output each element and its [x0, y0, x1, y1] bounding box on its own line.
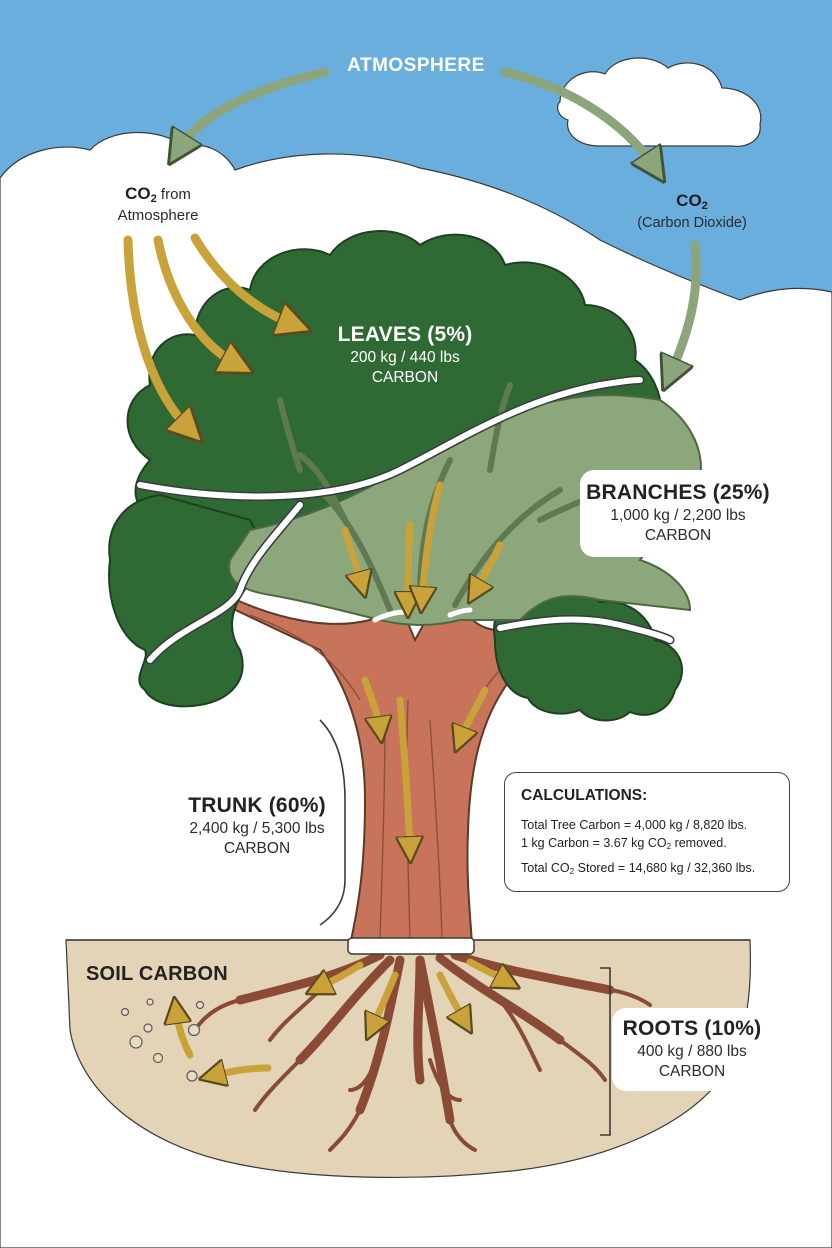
calculations-title: CALCULATIONS: [521, 787, 648, 804]
co2-left-line2: Atmosphere [117, 206, 199, 224]
calc-total-co2-sub: 2 [569, 867, 575, 877]
roots-title: ROOTS (10%) [622, 1017, 762, 1040]
soil-particles [120, 998, 205, 1082]
co2-right-line2: (Carbon Dioxide) [637, 214, 747, 231]
trunk-bracket [319, 719, 346, 926]
calc-total-co2-pre: Total CO [521, 861, 570, 875]
co2-subscript: 2 [150, 192, 157, 205]
leaves-canopy-lower-left [108, 493, 272, 708]
calc-total-co2-post: Stored = 14,680 kg / 32,360 lbs. [574, 861, 756, 875]
soil-carbon-label: SOIL CARBON [86, 962, 236, 987]
carbon-flow-arrows [341, 481, 504, 850]
root-arrows [318, 958, 508, 1028]
calc-total-tree-carbon: Total Tree Carbon = 4,000 kg / 8,820 lbs… [521, 818, 748, 832]
co2-carbon-dioxide-label: CO2 (Carbon Dioxide) [612, 190, 772, 232]
atmosphere-arrows [178, 67, 701, 375]
branches-title: BRANCHES (25%) [586, 481, 770, 504]
atmosphere-label: ATMOSPHERE [347, 55, 485, 76]
co2-text: CO [125, 184, 151, 203]
calc-conversion-pre: 1 kg Carbon = 3.67 kg CO [521, 835, 667, 850]
branches-amount: 1,000 kg / 2,200 lbs [610, 507, 746, 525]
roots-carbon: CARBON [658, 1062, 726, 1080]
roots-amount: 400 kg / 880 lbs [637, 1043, 747, 1061]
roots-bracket [600, 967, 611, 1136]
co2-from-atmosphere-label: CO2 from Atmosphere [88, 183, 228, 225]
trunk-label: TRUNK (60%) 2,400 kg / 5,300 lbs CARBON [162, 793, 352, 858]
calculations-box: CALCULATIONS: Total Tree Carbon = 4,000 … [504, 772, 790, 892]
co2-right-subscript: 2 [701, 199, 708, 212]
leaves-title: LEAVES (5%) [337, 323, 473, 346]
boundary-leaves-branches-inner [137, 377, 643, 500]
branches-label: BRANCHES (25%) 1,000 kg / 2,200 lbs CARB… [580, 470, 776, 557]
soil-carbon-title: SOIL CARBON [86, 963, 228, 985]
trunk-root-band [347, 937, 475, 955]
leaves-label: LEAVES (5%) 200 kg / 440 lbs CARBON [300, 322, 510, 387]
leaves-carbon: CARBON [371, 368, 439, 386]
co2-absorption-arrows [123, 233, 295, 430]
calc-conversion: 1 kg Carbon = 3.67 kg CO2 removed. [521, 835, 773, 853]
branches-carbon: CARBON [644, 526, 712, 544]
trunk-amount: 2,400 kg / 5,300 lbs [189, 820, 325, 838]
boundary-trunk-top-right [447, 607, 473, 618]
calc-total-co2: Total CO2 Stored = 14,680 kg / 32,360 lb… [521, 860, 773, 878]
calc-conversion-sub: 2 [666, 841, 672, 851]
trunk-title: TRUNK (60%) [188, 794, 326, 817]
leaves-amount: 200 kg / 440 lbs [350, 349, 460, 367]
boundary-right-inner [497, 616, 673, 643]
calc-conversion-post: removed. [671, 835, 727, 850]
boundary-left-inner [147, 502, 303, 663]
co2-right-text: CO [676, 191, 702, 210]
co2-suffix: from [156, 186, 191, 203]
soil-carbon-arrows [176, 1010, 272, 1076]
trunk-carbon: CARBON [223, 839, 291, 857]
roots-label: ROOTS (10%) 400 kg / 880 lbs CARBON [612, 1008, 772, 1091]
